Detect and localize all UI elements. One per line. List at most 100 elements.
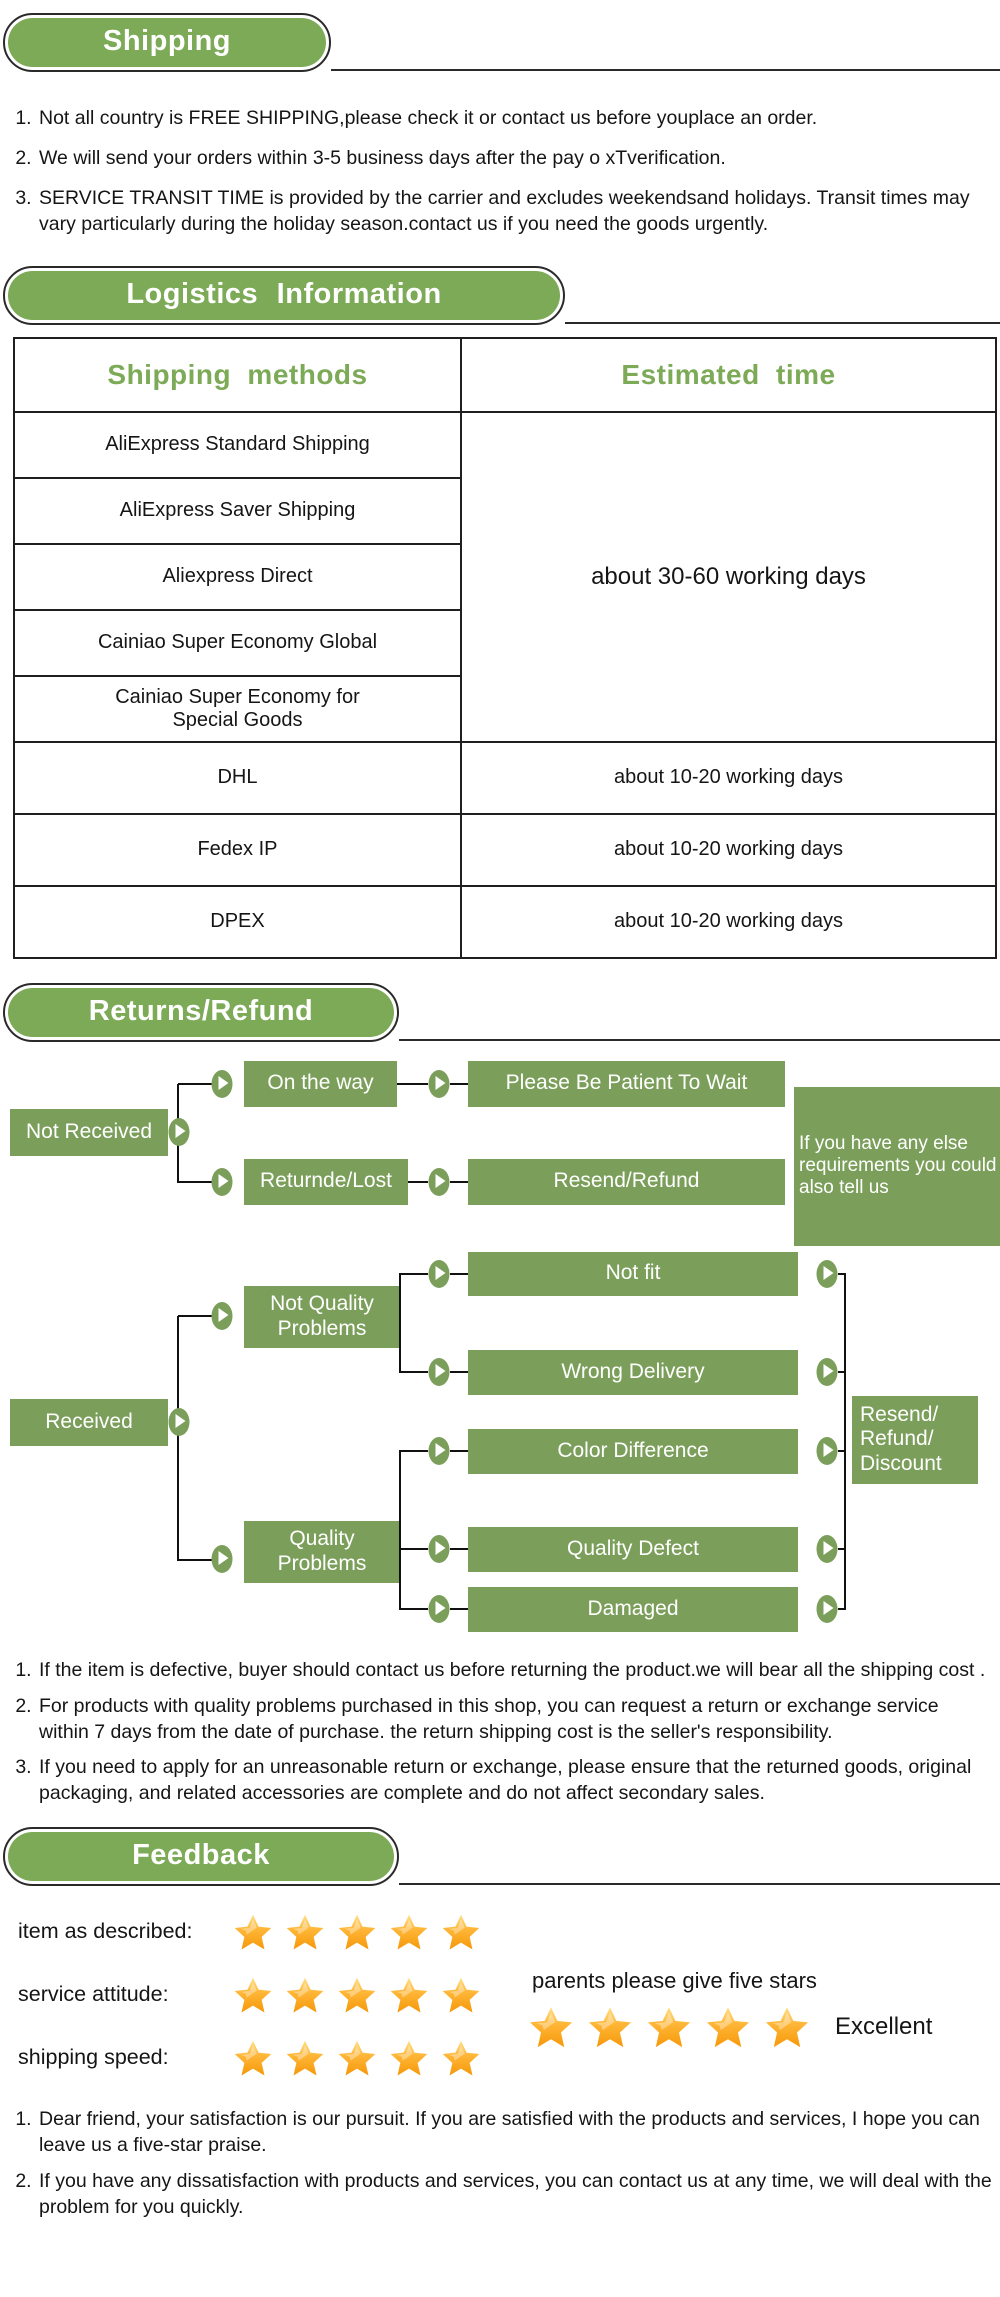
logistics-header-pill: Logistics Information (3, 265, 565, 325)
shipping-method-cell: Cainiao Super Economy Global (13, 608, 462, 677)
arrow-connector-icon (428, 1167, 450, 1196)
list-item: Not all country is FREE SHIPPING,please … (37, 106, 992, 132)
star-icon (234, 1914, 272, 1950)
star-icon (390, 1977, 428, 2013)
connector-line (408, 1180, 428, 1183)
feedback-header-title: Feedback (8, 1832, 394, 1882)
arrow-connector-icon (428, 1259, 450, 1288)
list-item: If the item is defective, buyer should c… (37, 1658, 992, 1684)
star-icon (338, 1914, 376, 1950)
connector-line (400, 1449, 428, 1452)
arrow-connector-icon (168, 1117, 190, 1146)
connector-line (450, 1547, 468, 1550)
connector-line (450, 1370, 468, 1373)
list-item: For products with quality problems purch… (37, 1694, 992, 1746)
star-rating (233, 1912, 493, 1952)
connector-line (400, 1607, 428, 1610)
star-icon (442, 2040, 480, 2076)
flow-box-else-requirements: If you have any else requirements you co… (794, 1086, 1000, 1246)
star-icon (647, 2006, 691, 2047)
rating-label: shipping speed: (18, 2045, 169, 2070)
rating-label: service attitude: (18, 1982, 169, 2007)
connector-line (178, 1082, 212, 1085)
shipping-method-cell: DHL (13, 740, 462, 815)
shipping-method-cell: AliExpress Saver Shipping (13, 476, 462, 545)
table-row: Fedex IP about 10-20 working days (13, 812, 997, 887)
arrow-connector-icon (428, 1357, 450, 1386)
connector-line (838, 1370, 846, 1373)
arrow-connector-icon (428, 1534, 450, 1563)
star-icon (588, 2006, 632, 2047)
flow-box-resend-refund: Resend/Refund (468, 1158, 785, 1205)
star-rating (528, 2004, 823, 2050)
connector-line (450, 1272, 468, 1275)
arrow-connector-icon (428, 1436, 450, 1465)
shipping-method-cell: AliExpress Standard Shipping (13, 410, 462, 479)
shipping-method-cell: DPEX (13, 884, 462, 959)
connector-line (400, 1272, 428, 1275)
star-icon (286, 1977, 324, 2013)
star-icon (706, 2006, 750, 2047)
promo-stars-row: Excellent (528, 2004, 932, 2050)
star-icon (442, 1914, 480, 1950)
flow-box-resend-refund-discount: Resend/ Refund/ Discount (852, 1395, 978, 1484)
flow-box-wrong-delivery: Wrong Delivery (468, 1349, 798, 1395)
feedback-header-pill: Feedback (3, 1827, 399, 1887)
star-icon (338, 1977, 376, 2013)
top-spacer (0, 0, 1000, 13)
header-divider-line (331, 69, 1000, 71)
shipping-header-title: Shipping (8, 18, 326, 67)
star-rating (233, 1975, 493, 2015)
arrow-connector-icon (211, 1544, 233, 1573)
returns-flowchart: Not Received On the way Please Be Patien… (0, 1044, 1000, 1644)
connector-line (400, 1547, 428, 1550)
flow-box-returned-lost: Returnde/Lost (244, 1158, 408, 1205)
arrow-connector-icon (211, 1301, 233, 1330)
flow-box-received: Received (10, 1398, 168, 1446)
shipping-method-cell: Fedex IP (13, 812, 462, 887)
arrow-connector-icon (211, 1069, 233, 1098)
flow-box-color-difference: Color Difference (468, 1428, 798, 1474)
star-rating (233, 2038, 493, 2078)
arrow-connector-icon (816, 1534, 838, 1563)
header-divider-line (399, 1883, 1000, 1886)
list-item: Dear friend, your satisfaction is our pu… (37, 2107, 992, 2159)
arrow-connector-icon (816, 1357, 838, 1386)
logistics-section-header: Logistics Information (3, 265, 1000, 325)
connector-line (838, 1547, 846, 1550)
connector-line (838, 1449, 846, 1452)
connector-line (177, 1315, 179, 1561)
header-divider-line (565, 321, 1000, 324)
connector-line (178, 1558, 212, 1561)
arrow-connector-icon (428, 1594, 450, 1623)
feedback-rating-rows: item as described: service attitude: shi… (18, 1900, 528, 2089)
returns-header-pill: Returns/Refund (3, 982, 399, 1042)
table-row: DHL about 10-20 working days (13, 740, 997, 815)
flow-box-not-quality-problems: Not Quality Problems (244, 1285, 400, 1348)
connector-line (838, 1272, 846, 1275)
flow-box-quality-problems: Quality Problems (244, 1520, 400, 1583)
feedback-row-shipping-speed: shipping speed: (18, 2026, 528, 2089)
estimated-time-cell: about 10-20 working days (460, 740, 997, 815)
list-item: If you need to apply for an unreasonable… (37, 1755, 992, 1807)
rating-label: item as described: (18, 1919, 193, 1944)
excellent-caption: Excellent (835, 2012, 933, 2040)
list-item: SERVICE TRANSIT TIME is provided by the … (37, 186, 992, 238)
feedback-promo-block: parents please give five stars Excellent (528, 1900, 1000, 2089)
star-icon (338, 2040, 376, 2076)
connector-line (178, 1314, 212, 1317)
list-item: We will send your orders within 3-5 busi… (37, 146, 992, 172)
star-icon (390, 1914, 428, 1950)
connector-line (399, 1449, 401, 1610)
feedback-ratings-area: item as described: service attitude: shi… (18, 1900, 1000, 2089)
connector-line (450, 1082, 468, 1085)
flow-box-please-wait: Please Be Patient To Wait (468, 1060, 785, 1107)
estimated-time-cell: about 10-20 working days (460, 884, 997, 959)
shipping-header-pill: Shipping (3, 13, 331, 72)
logistics-table: Shipping methods Estimated time AliExpre… (13, 336, 997, 959)
star-icon (234, 2040, 272, 2076)
table-row: Aliexpress Direct (13, 542, 996, 611)
column-header-estimated-time: Estimated time (460, 336, 997, 413)
feedback-row-service-attitude: service attitude: (18, 1963, 528, 2026)
flow-box-not-fit: Not fit (468, 1251, 798, 1296)
